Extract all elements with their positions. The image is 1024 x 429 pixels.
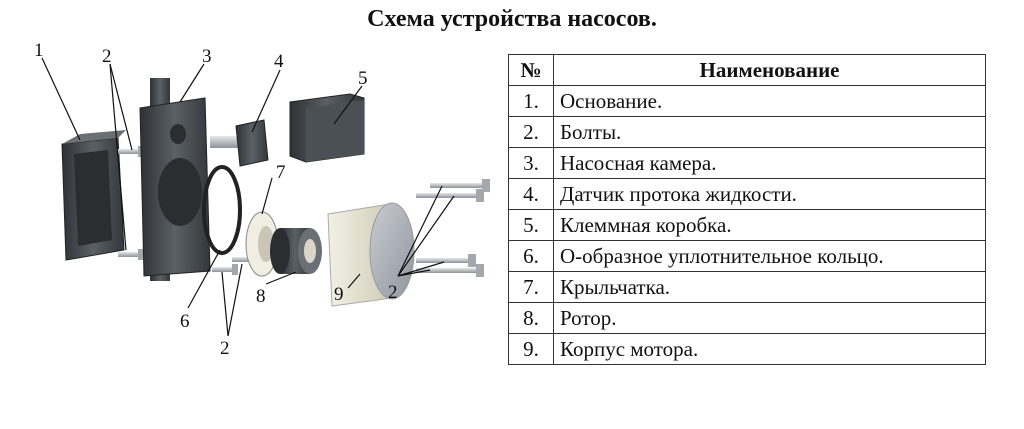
table-row: 9. Корпус мотора. (508, 333, 986, 365)
table-row: 6. О-образное уплотнительное кольцо. (508, 240, 986, 272)
row-name: Болты. (553, 116, 986, 148)
row-name: Основание. (553, 85, 986, 117)
row-name: Крыльчатка. (553, 271, 986, 303)
page-title: Схема устройства насосов. (367, 6, 657, 32)
row-number: 1. (508, 85, 554, 117)
callout-1: 1 (34, 40, 44, 61)
row-number: 7. (508, 271, 554, 303)
row-number: 5. (508, 209, 554, 241)
row-number: 6. (508, 240, 554, 272)
callout-8: 8 (256, 286, 266, 307)
table-row: 1. Основание. (508, 85, 986, 117)
callout-2-top: 2 (102, 46, 112, 67)
base-part (61, 130, 126, 261)
table-row: 8. Ротор. (508, 302, 986, 334)
rotor-part (270, 228, 322, 274)
row-number: 3. (508, 147, 554, 179)
row-number: 2. (508, 116, 554, 148)
legend-table: № Наименование 1. Основание. 2. Болты. 3… (508, 54, 986, 365)
table-row: 3. Насосная камера. (508, 147, 986, 179)
row-name: Клеммная коробка. (553, 209, 986, 241)
o-ring-part (202, 165, 242, 255)
row-number: 9. (508, 333, 554, 365)
row-name: Насосная камера. (553, 147, 986, 179)
flow-sensor-part (210, 119, 269, 167)
header-name: Наименование (553, 54, 986, 86)
row-name: О-образное уплотнительное кольцо. (553, 240, 986, 272)
impeller-part (245, 211, 279, 277)
table-row: 7. Крыльчатка. (508, 271, 986, 303)
header-number: № (508, 54, 554, 86)
callout-5: 5 (358, 68, 368, 89)
pump-exploded-diagram: 1 2 3 4 5 6 7 8 9 2 2 (34, 40, 490, 359)
callout-2-bottom: 2 (220, 338, 230, 359)
row-name: Корпус мотора. (553, 333, 986, 365)
terminal-box-part (289, 93, 365, 163)
bolts-right (416, 179, 490, 277)
row-name: Ротор. (553, 302, 986, 334)
row-number: 8. (508, 302, 554, 334)
pump-chamber-part (139, 78, 211, 281)
callout-7: 7 (276, 162, 286, 183)
table-row: 2. Болты. (508, 116, 986, 148)
legend-header-row: № Наименование (508, 54, 986, 86)
row-number: 4. (508, 178, 554, 210)
table-row: 5. Клеммная коробка. (508, 209, 986, 241)
callout-9: 9 (334, 284, 344, 305)
table-row: 4. Датчик протока жидкости. (508, 178, 986, 210)
callout-4: 4 (274, 51, 284, 72)
row-name: Датчик протока жидкости. (553, 178, 986, 210)
leader-lines (41, 57, 455, 337)
callout-2-right: 2 (388, 282, 398, 303)
callout-3: 3 (202, 46, 212, 67)
callout-6: 6 (180, 311, 190, 332)
